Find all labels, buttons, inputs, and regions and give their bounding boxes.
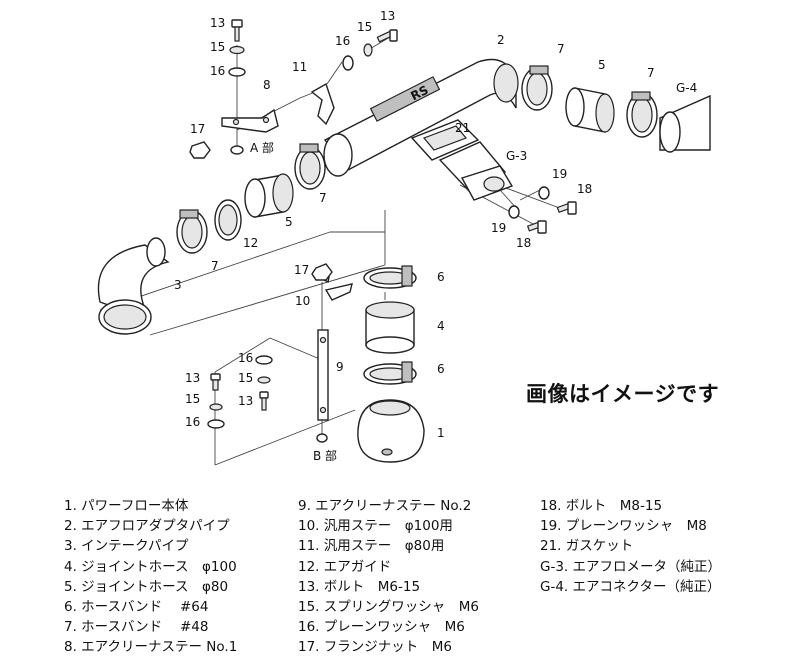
- label-part-b: B 部: [313, 448, 337, 463]
- exploded-parts-diagram: RS: [97, 9, 711, 466]
- hardware-top-left: [189, 19, 246, 159]
- callout-5: 5: [285, 215, 293, 229]
- callout-17: 17: [294, 263, 309, 277]
- part-3-intake-pipe: [97, 237, 170, 335]
- hardware-lower-left: [207, 355, 273, 429]
- hardware-top-center: [342, 29, 398, 71]
- callout-19: 19: [552, 167, 567, 181]
- parts-legend-column-3: 18. ボルト M8-15 19. プレーンワッシャ M8 21. ガスケット …: [540, 496, 721, 597]
- callout-labels: 13 15 16 8 17 A 部 11 16 15 13 2 7 5 7 G-…: [174, 9, 697, 463]
- image-disclaimer: 画像はイメージです: [526, 382, 720, 406]
- callout-21: 21: [455, 121, 470, 135]
- legend-item: 5. ジョイントホース φ80: [64, 578, 229, 595]
- legend-item: 6. ホースバンド #64: [64, 599, 209, 616]
- legend-item: 12. エアガイド: [298, 558, 392, 575]
- callout-2: 2: [497, 33, 505, 47]
- legend-item: 17. フランジナット M6: [298, 639, 452, 656]
- callout-5: 5: [598, 58, 606, 72]
- callout-13: 13: [380, 9, 395, 23]
- legend-item: 11. 汎用ステー φ80用: [298, 538, 445, 555]
- part-7-hose-band-upper-right: [626, 91, 658, 138]
- hardware-right: [508, 186, 577, 234]
- legend-item: 21. ガスケット: [540, 538, 634, 555]
- part-11-universal-stay-80: [310, 82, 335, 126]
- leader-lines: [99, 36, 566, 466]
- legend-item: 15. スプリングワッシャ M6: [298, 599, 479, 616]
- part-7-hose-band-middle: [294, 143, 326, 190]
- legend-item: 18. ボルト M8-15: [540, 498, 663, 514]
- callout-4: 4: [437, 319, 445, 333]
- callout-g3: G-3: [506, 149, 527, 163]
- callout-7: 7: [647, 66, 655, 80]
- part-2-adapter-pipe: RS: [323, 58, 519, 177]
- callout-19: 19: [491, 221, 506, 235]
- callout-13: 13: [238, 394, 253, 408]
- callout-17: 17: [190, 122, 205, 136]
- callout-g4: G-4: [676, 81, 697, 95]
- legend-item: 3. インテークパイプ: [64, 538, 189, 555]
- legend-item: 2. エアフロアダプタパイプ: [64, 518, 230, 535]
- callout-7: 7: [557, 42, 565, 56]
- legend-item: 4. ジョイントホース φ100: [64, 558, 237, 575]
- callout-6: 6: [437, 270, 445, 284]
- part-5-joint-hose-upper: [565, 87, 615, 133]
- callout-18: 18: [516, 236, 531, 250]
- part-g3-air-flow-meter: [438, 141, 514, 201]
- callout-11: 11: [292, 60, 307, 74]
- part-21-gasket: [410, 119, 480, 161]
- parts-legend-column-1: 1. パワーフロー本体 2. エアフロアダプタパイプ 3. インテークパイプ 4…: [64, 496, 237, 658]
- callout-15: 15: [357, 20, 372, 34]
- callout-13: 13: [210, 16, 225, 30]
- part-g4-air-connector: [659, 94, 711, 153]
- legend-item: 10. 汎用ステー φ100用: [298, 518, 453, 535]
- legend-item: 19. プレーンワッシャ M8: [540, 518, 707, 535]
- callout-7: 7: [319, 191, 327, 205]
- part-7-hose-band-lower: [176, 209, 208, 254]
- callout-16: 16: [185, 415, 200, 429]
- parts-legend-column-2: 9. エアクリーナステー No.2 10. 汎用ステー φ100用 11. 汎用…: [298, 496, 479, 658]
- legend-item: 1. パワーフロー本体: [64, 498, 189, 514]
- part-17-flange-nut-lower: [311, 263, 333, 281]
- part-6-hose-band-upper: [363, 265, 417, 289]
- legend-item: 8. エアクリーナステー No.1: [64, 639, 238, 656]
- part-8-air-cleaner-stay-1: [221, 108, 279, 133]
- callout-13: 13: [185, 371, 200, 385]
- part-7-hose-band-upper-left: [521, 65, 553, 111]
- part-5-joint-hose-lower: [244, 173, 294, 218]
- callout-9: 9: [336, 360, 344, 374]
- callout-10: 10: [295, 294, 310, 308]
- callout-8: 8: [263, 78, 271, 92]
- callout-16: 16: [238, 351, 253, 365]
- part-4-joint-hose-100: [365, 301, 415, 354]
- part-12-air-guide: [214, 199, 242, 241]
- callout-15: 15: [238, 371, 253, 385]
- legend-item: 13. ボルト M6-15: [298, 578, 421, 595]
- legend-item: 9. エアクリーナステー No.2: [298, 498, 472, 514]
- callout-18: 18: [577, 182, 592, 196]
- callout-7: 7: [211, 259, 219, 273]
- legend-item: G-3. エアフロメータ（純正）: [540, 558, 722, 575]
- callout-16: 16: [210, 64, 225, 78]
- legend-item: 16. プレーンワッシャ M6: [298, 619, 465, 636]
- callout-16: 16: [335, 34, 350, 48]
- part-9-air-cleaner-stay-2: [316, 329, 329, 443]
- callout-15: 15: [210, 40, 225, 54]
- legend-item: 7. ホースバンド #48: [64, 619, 209, 636]
- callout-6: 6: [437, 362, 445, 376]
- label-part-a: A 部: [250, 140, 274, 155]
- legend-item: G-4. エアコネクター（純正）: [540, 578, 721, 595]
- callout-1: 1: [437, 426, 445, 440]
- callout-15: 15: [185, 392, 200, 406]
- callout-12: 12: [243, 236, 258, 250]
- part-6-hose-band-lower: [363, 361, 417, 385]
- callout-3: 3: [174, 278, 182, 292]
- part-1-power-flow-body: [357, 399, 425, 463]
